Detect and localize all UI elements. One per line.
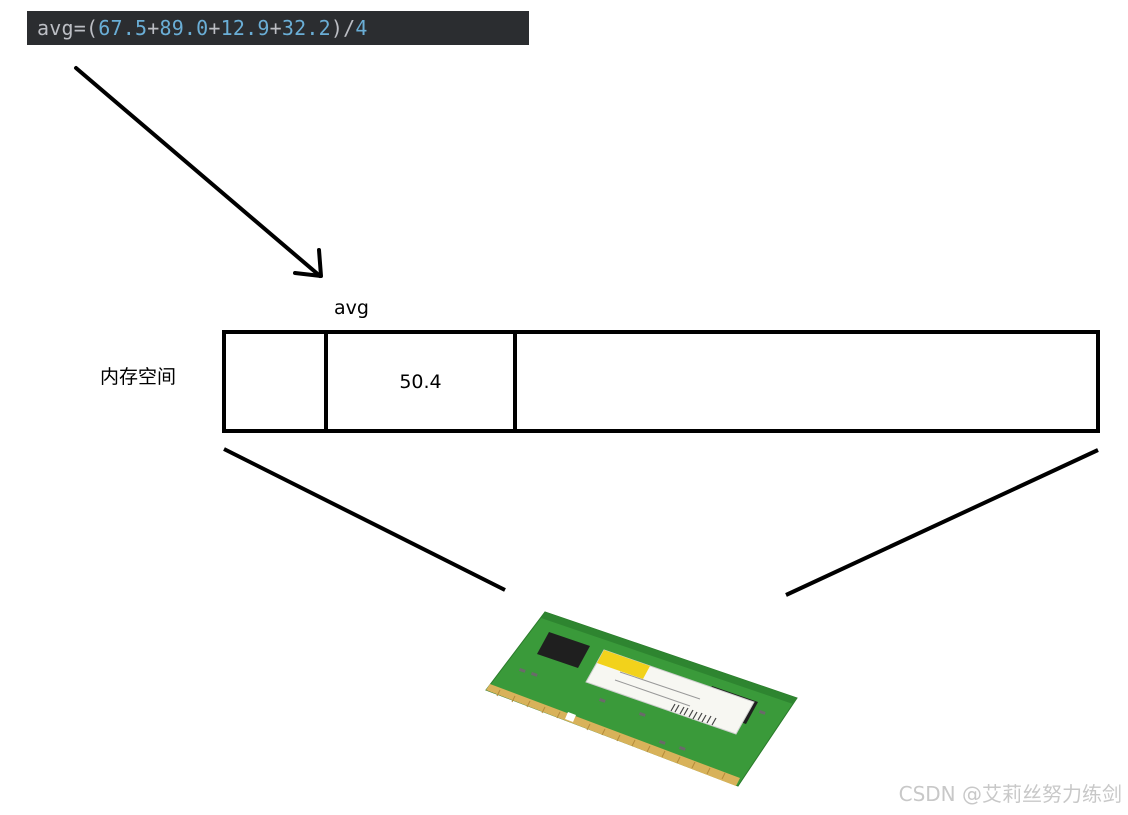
memory-cell xyxy=(226,334,328,429)
connector-line-left xyxy=(223,447,506,592)
variable-label: avg xyxy=(334,297,369,319)
code-number-3: 12.9 xyxy=(220,16,270,40)
code-snippet: avg = (67.5 + 89.0 + 12.9 + 32.2) / 4 xyxy=(27,11,529,45)
code-divide: / xyxy=(343,16,356,40)
code-number-2: 89.0 xyxy=(159,16,209,40)
code-close-paren: ) xyxy=(330,16,344,40)
code-plus-3: + xyxy=(269,16,282,40)
code-open-paren: ( xyxy=(85,16,99,40)
memory-cell-avg: 50.4 xyxy=(328,334,517,429)
connector-line-right xyxy=(785,448,1099,597)
watermark: CSDN @艾莉丝努力练剑 xyxy=(898,782,1122,806)
code-plus-2: + xyxy=(208,16,221,40)
arrow-icon xyxy=(74,66,323,278)
code-number-1: 67.5 xyxy=(98,16,148,40)
code-plus-1: + xyxy=(147,16,160,40)
memory-cell xyxy=(517,334,1096,429)
code-variable: avg xyxy=(37,16,74,40)
code-equals: = xyxy=(73,16,86,40)
memory-space-label: 内存空间 xyxy=(100,366,177,388)
memory-strip: 50.4 xyxy=(222,330,1100,433)
code-number-4: 32.2 xyxy=(281,16,331,40)
ram-module-image xyxy=(485,611,798,787)
code-divisor: 4 xyxy=(355,16,368,40)
